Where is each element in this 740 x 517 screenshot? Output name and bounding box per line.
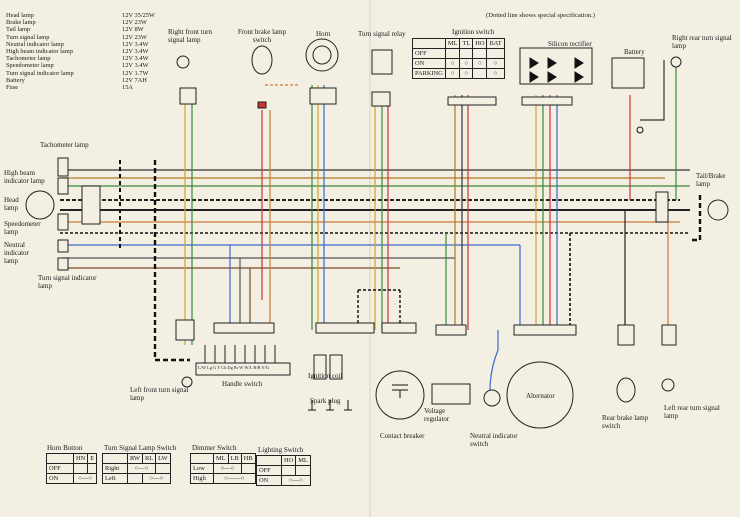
- turn-signal-switch-title: Turn Signal Lamp Switch: [104, 444, 177, 452]
- tachometer-lamp-label: Tachometer lamp: [40, 141, 89, 149]
- neutral-switch-label: Neutral indicator switch: [470, 432, 518, 448]
- front-brake-switch-label: Front brake lamp switch: [237, 28, 287, 44]
- left-front-turn-lamp-icon: [181, 376, 193, 388]
- neutral-lamp-icon: [57, 239, 69, 253]
- neutral-switch-icon: [483, 389, 501, 407]
- handle-switch-connector: [195, 362, 291, 376]
- voltage-regulator-label: Voltage regulator: [424, 407, 450, 423]
- tail-brake-lamp-icon: [655, 191, 669, 223]
- tachometer-lamp-icon: [57, 157, 69, 177]
- speedometer-lamp-label: Speedometer lamp: [4, 220, 41, 236]
- special-spec-note: (Dotted line shows special specification…: [486, 12, 595, 19]
- alternator-icon: [506, 361, 574, 429]
- left-front-turn-label: Left front turn signal lamp: [130, 386, 189, 402]
- handle-connector-pins: L/W Lg G Y Ch Dg Br W W/L R/B Y/G: [198, 365, 270, 370]
- right-rear-turn-label: Right rear turn signal lamp: [672, 34, 732, 50]
- ignition-connector-icon: [447, 96, 497, 106]
- high-beam-indicator-label: High beam indicator lamp: [4, 169, 45, 185]
- spark-plug-label: Spark plug: [310, 397, 341, 405]
- right-front-turn-lamp-icon: [176, 55, 190, 69]
- voltage-regulator-icon: [431, 383, 471, 405]
- ignition-coil-icon: [313, 354, 327, 380]
- battery-label: Battery: [624, 48, 645, 56]
- contact-breaker-label: Contact breaker: [380, 432, 425, 440]
- speedometer-lamp-icon: [57, 213, 69, 231]
- handle-switch-label: Handle switch: [222, 380, 263, 388]
- right-rear-turn-lamp-icon: [670, 56, 682, 68]
- ignition-coil-label: Ignition coil: [308, 372, 343, 380]
- rectifier-connector-icon: [521, 96, 573, 106]
- neutral-indicator-label: Neutral indicator lamp: [4, 241, 29, 265]
- right-front-turn-label: Right front turn signal lamp: [168, 28, 212, 44]
- lighting-switch-title: Lighting Switch: [258, 446, 304, 454]
- turn-relay-label: Turn signal relay: [358, 30, 406, 38]
- head-lamp-icon: [25, 190, 55, 220]
- turn-indicator-label: Turn signal indicator lamp: [38, 274, 97, 290]
- alternator-label: Alternator: [526, 392, 555, 400]
- left-rear-turn-lamp-icon: [661, 378, 675, 392]
- rear-brake-switch-icon: [616, 377, 636, 403]
- horn-label: Horn: [316, 30, 331, 38]
- horn-button-title: Horn Button: [47, 444, 83, 452]
- left-rear-turn-label: Left rear turn signal lamp: [664, 404, 720, 420]
- ignition-switch-label: Ignition switch: [452, 28, 495, 36]
- rear-brake-switch-label: Rear brake lamp switch: [602, 414, 649, 430]
- turn-relay-icon: [371, 49, 393, 75]
- battery-icon: [611, 57, 645, 89]
- head-lamp-label: Head lamp: [4, 196, 19, 212]
- dimmer-switch-title: Dimmer Switch: [192, 444, 237, 452]
- turn-indicator-lamp-icon: [57, 257, 69, 271]
- tail-brake-label: Tail/Brake lamp: [696, 172, 726, 188]
- front-brake-switch-icon: [251, 45, 273, 75]
- silicon-rectifier-label: Silicon rectifier: [548, 40, 592, 48]
